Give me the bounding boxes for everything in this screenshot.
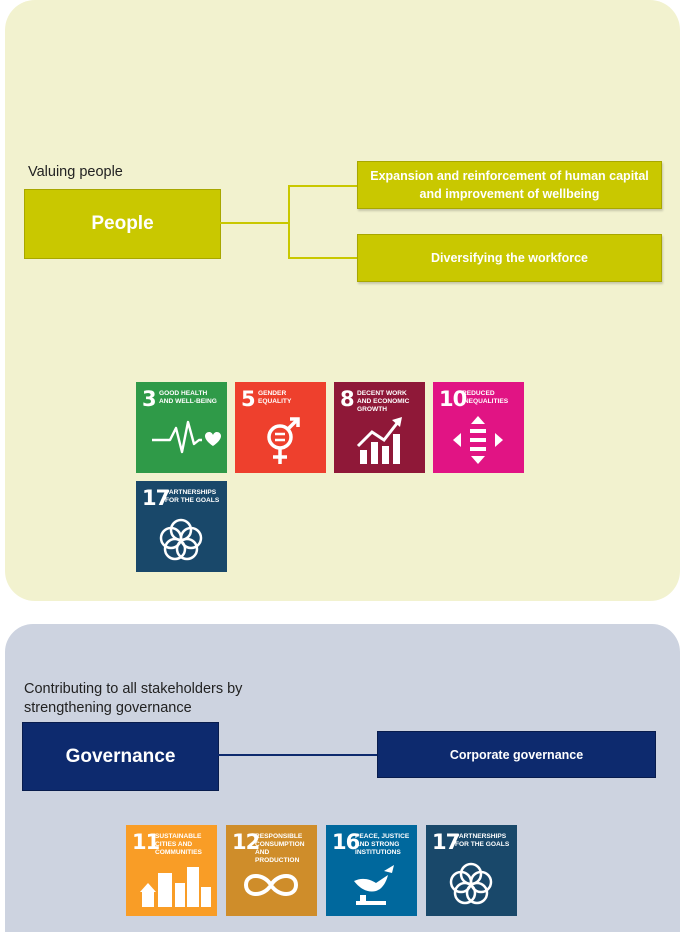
sdg-number: 3 [142,387,157,411]
heartbeat-icon [152,420,221,454]
sdg-label: Good health and well-being [159,390,217,405]
sdg-label: Partnerships for the goals [165,489,220,504]
equality-arrows-icon [453,416,503,464]
sdg-label: Peace, justice and strong institutions [355,833,410,856]
sdg-tile-12: 12 Responsible consumption and productio… [226,825,317,916]
connector-line [219,222,289,224]
infinity-loop-icon [243,874,299,896]
sdg-number: 17 [142,486,170,510]
sdg-number: 8 [340,387,355,411]
sdg-number: 5 [241,387,256,411]
sdg-number: 17 [432,830,460,854]
governance-main-box: Governance [22,722,219,791]
sdg-tile-11: 11 Sustainable cities and communities [126,825,217,916]
sdg-label: Decent work and economic growth [357,390,410,413]
sdg-tile-3: 3 Good health and well-being [136,382,227,473]
partnership-rings-icon [449,862,493,905]
sdg-label: Reduced inequalities [462,390,509,405]
people-caption: Valuing people [28,164,123,180]
growth-chart-icon [356,417,402,464]
dove-gavel-icon [354,865,394,905]
sdg-label: Sustainable cities and communities [155,833,202,856]
sdg-number: 11 [132,830,160,854]
sdg-label: Gender equality [258,390,292,405]
sdg-label: Responsible consumption and production [255,833,305,864]
people-item-diversity: Diversifying the workforce [357,234,662,282]
gender-equality-icon [267,417,300,464]
connector-line [288,257,357,259]
connector-line [288,185,290,258]
connector-line [288,185,357,187]
governance-item-corporate: Corporate governance [377,731,656,778]
sdg-tile-17: 17 Partnerships for the goals [136,481,227,572]
people-main-box: People [24,189,221,259]
sdg-tile-5: 5 Gender equality [235,382,326,473]
sdg-tile-16: 16 Peace, justice and strong institution… [326,825,417,916]
sdg-number: 16 [332,830,360,854]
sdg-tile-8: 8 Decent work and economic growth [334,382,425,473]
sdg-tile-10: 10 Reduced inequalities [433,382,524,473]
people-item-human-capital: Expansion and reinforcement of human cap… [357,161,662,209]
sdg-number: 10 [439,387,467,411]
sdg-tile-17-governance: 17 Partnerships for the goals [426,825,517,916]
connector-line [217,754,377,756]
people-panel [5,0,680,601]
partnership-rings-icon [159,518,203,561]
sdg-number: 12 [232,830,260,854]
sdg-label: Partnerships for the goals [455,833,510,848]
city-buildings-icon [140,867,211,907]
governance-caption: Contributing to all stakeholders by stre… [24,681,243,716]
